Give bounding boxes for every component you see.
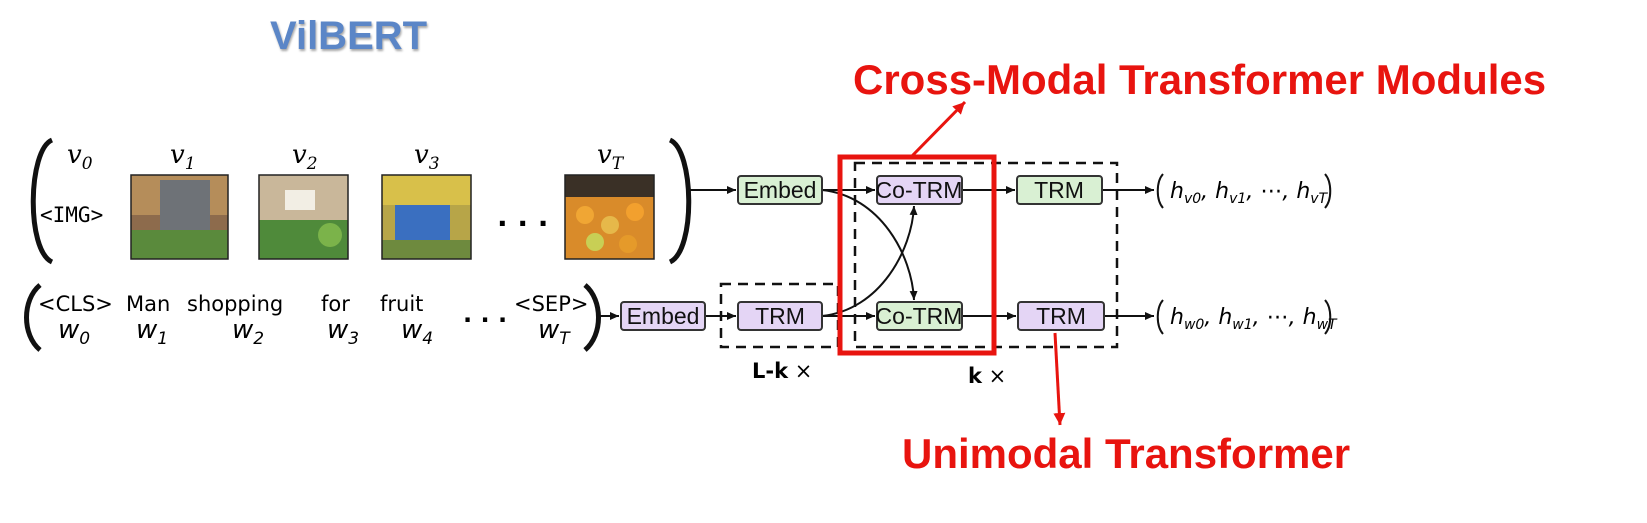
svg-text:Co-TRM: Co-TRM [876,303,963,329]
text-tokens: <CLS> Man shopping for fruit <SEP> [38,292,588,316]
image-region-2 [258,174,349,260]
unimodal-callout-label: Unimodal Transformer [902,430,1351,477]
svg-text:w0: w0 [58,315,90,349]
svg-text:TRM: TRM [755,303,805,329]
svg-text:hv0, hv1, ⋯, hvT: hv0, hv1, ⋯, hvT [1170,179,1329,207]
arrow-cross-text-to-visual [821,205,918,317]
svg-text:v1: v1 [170,140,196,174]
visual-right-paren [668,137,692,265]
embed-box-text: Embed [620,301,706,331]
cross-modal-callout-arrow [910,100,967,158]
diagram-title: VilBERT [270,14,428,58]
cross-modal-callout-label: Cross-Modal Transformer Modules [853,56,1547,103]
trm-box-text: TRM [1017,301,1105,331]
svg-text:TRM: TRM [1034,177,1084,203]
k-repeat-group [853,161,1119,349]
svg-text:Man: Man [126,292,170,316]
text-output: hw0, hw1, ⋯, hwT [1156,299,1338,335]
trm-pre-box-text: TRM [737,301,823,331]
svg-text:w4: w4 [401,315,433,349]
text-ellipsis: . . . [463,300,507,328]
k-repeat-label: k × [968,364,1006,388]
visual-left-paren [30,137,54,265]
image-region-1 [130,174,229,260]
img-token: <IMG> [40,203,103,227]
svg-text:<SEP>: <SEP> [514,292,588,316]
text-left-paren [24,283,42,352]
embed-box-visual: Embed [737,175,823,205]
svg-text:vT: vT [597,140,625,174]
svg-text:<CLS>: <CLS> [38,292,113,316]
visual-token-labels: v0 v1 v2 v3 vT [67,140,625,174]
svg-text:Embed: Embed [744,177,817,203]
svg-text:w3: w3 [327,315,359,349]
arrow-cross-visual-to-text [821,189,918,301]
svg-text:w2: w2 [232,315,264,349]
svg-text:v3: v3 [414,140,440,174]
svg-text:wT: wT [538,315,571,349]
svg-text:w1: w1 [136,315,168,349]
cotrm-box-visual: Co-TRM [876,175,963,205]
svg-text:Co-TRM: Co-TRM [876,177,963,203]
svg-text:shopping: shopping [187,292,283,316]
svg-text:fruit: fruit [380,292,423,316]
unimodal-callout-arrow [1053,332,1066,426]
lk-repeat-label: L-k × [752,359,812,383]
text-right-paren [583,283,601,352]
svg-text:hw0, hw1, ⋯, hwT: hw0, hw1, ⋯, hwT [1170,305,1338,333]
trm-box-visual: TRM [1016,175,1103,205]
visual-ellipsis: . . . [497,200,548,233]
image-region-T [564,174,655,260]
svg-text:v2: v2 [292,140,318,174]
visual-output: hv0, hv1, ⋯, hvT [1156,173,1332,209]
svg-text:Embed: Embed [627,303,700,329]
svg-text:v0: v0 [67,140,93,174]
image-region-3 [381,174,472,260]
svg-text:for: for [321,292,350,316]
word-labels: w0 w1 w2 w3 w4 wT [58,315,571,349]
cross-modal-highlight-box [837,154,997,356]
svg-text:TRM: TRM [1036,303,1086,329]
cotrm-box-text: Co-TRM [876,301,963,331]
